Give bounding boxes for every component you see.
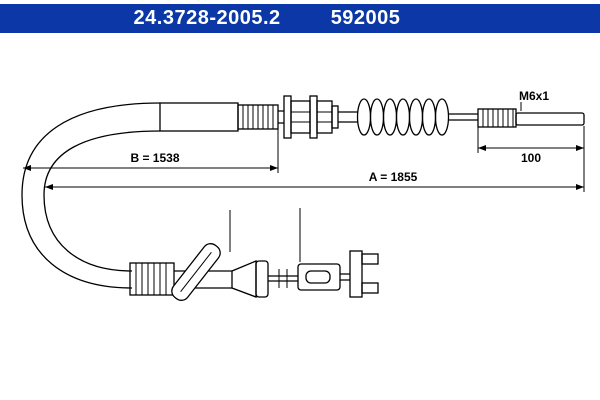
clevis-prong-bottom [361,282,379,294]
thread-size-label: M6x1 [519,89,549,103]
clevis-link [340,273,350,281]
dimension-arrows [23,145,584,190]
cable-clip [278,269,288,288]
bellows-boot [356,98,450,136]
lock-nut [316,100,333,134]
slotted-barrel [297,263,341,291]
lower-inner-cable [268,275,298,282]
dimension-lines [23,126,585,262]
washer [283,95,292,139]
lower-corrugation [129,262,175,296]
nut-flats [291,111,332,123]
clevis-prong-top [361,253,379,265]
loop-inner-edge [43,130,161,272]
part-number: 24.3728-2005.2 [133,7,281,29]
dim-100-label: 100 [521,151,541,165]
clevis-plate [349,250,363,298]
corrugation-ribs [242,105,274,129]
barrel-slot [305,270,331,284]
reference-number: 592005 [330,7,401,29]
collar [331,105,339,129]
cable-lower-run [129,243,379,301]
inner-cable [448,113,478,121]
cone-cap [255,260,269,298]
rod-section [338,111,358,123]
sleeve-ribs [482,109,514,127]
dim-a-label: A = 1855 [369,170,418,184]
adjuster-nut [290,100,311,134]
outer-housing [159,102,239,132]
lower-reference-lines [229,208,301,262]
washer [309,95,318,139]
end-sleeve [477,108,517,128]
threaded-rod [515,112,585,126]
neck [278,110,284,124]
lower-corrugation-ribs [135,263,167,295]
dim-b-label: B = 1538 [130,151,179,165]
mounting-bracket [171,243,221,301]
cable-upper-run [159,95,585,139]
loop-outer-edge [21,102,161,289]
cone-fitting [231,260,257,298]
cable-loop [21,102,161,289]
extension-lines-right [477,126,585,192]
header-bar: 24.3728-2005.2 592005 [0,4,600,33]
